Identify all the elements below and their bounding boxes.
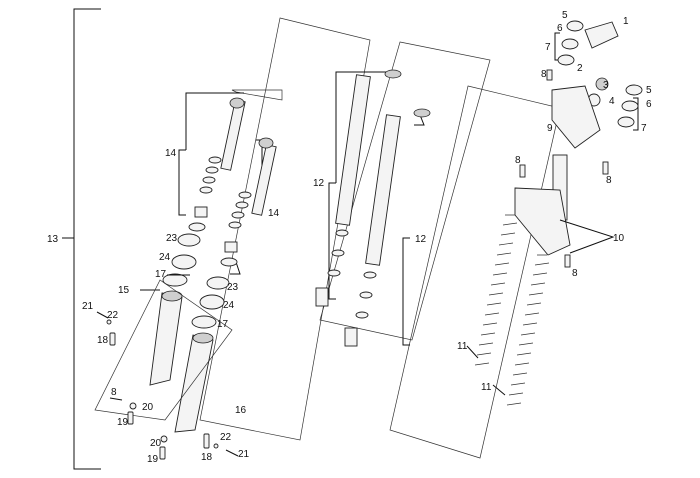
callout-6b: 6 [646,99,652,110]
callout-22a: 22 [107,310,119,321]
fork-springs [466,214,550,406]
callout-24a: 24 [159,252,171,263]
callout-7b: 7 [641,123,647,134]
callout-5a: 5 [562,10,568,21]
callout-22b: 22 [220,432,232,443]
callout-13: 13 [47,234,59,245]
bolts-left [96,311,239,460]
callout-16: 16 [235,405,247,416]
callout-8e: 8 [111,387,117,398]
callout-12b: 12 [415,234,427,245]
callout-9: 9 [547,123,553,134]
callout-17a: 17 [155,269,167,280]
callout-20a: 20 [142,402,154,413]
callout-6a: 6 [557,23,563,34]
callout-19b: 19 [147,454,159,465]
center-tubes [315,69,431,347]
callout-8d: 8 [572,268,578,279]
callout-1: 1 [623,16,629,27]
bracket-13 [62,8,101,470]
callout-17b: 17 [217,319,229,330]
callout-24b: 24 [223,300,235,311]
callout-8a: 8 [541,69,547,80]
callout-23a: 23 [166,233,178,244]
callout-14a: 14 [165,148,177,159]
callout-2: 2 [577,63,583,74]
callout-4: 4 [609,96,615,107]
callout-3: 3 [603,80,609,91]
seal-rings [162,233,230,329]
callout-18a: 18 [97,335,109,346]
callout-15: 15 [118,285,130,296]
callout-19a: 19 [117,417,129,428]
callout-7a: 7 [545,42,551,53]
callout-10: 10 [613,233,625,244]
callout-14b: 14 [268,208,280,219]
group-outlines [199,17,561,459]
callout-8b: 8 [515,155,521,166]
callout-12a: 12 [313,178,325,189]
callout-20b: 20 [150,438,162,449]
callout-8c: 8 [606,175,612,186]
callout-18b: 18 [201,452,213,463]
callout-5b: 5 [646,85,652,96]
callout-23b: 23 [227,282,239,293]
callout-11b: 11 [481,382,492,393]
callout-labels: 1 2 3 4 5 5 6 6 7 7 8 8 8 8 8 9 10 11 11… [47,10,652,465]
callout-21b: 21 [238,449,250,460]
fork-outer-legs [94,274,233,433]
callout-21a: 21 [82,301,94,312]
fork-inner-left [178,92,277,275]
callout-11a: 11 [457,341,468,352]
steering-head [514,20,643,268]
